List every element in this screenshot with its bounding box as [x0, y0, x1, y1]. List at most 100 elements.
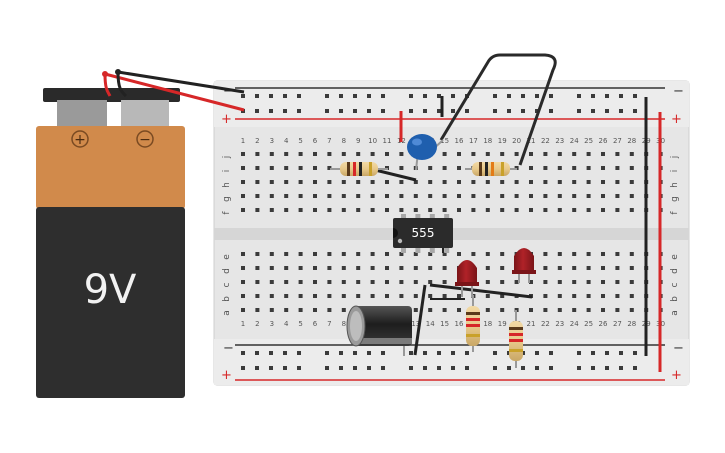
- rail-hole[interactable]: [283, 366, 287, 370]
- rail-hole[interactable]: [283, 109, 287, 113]
- rail-hole[interactable]: [297, 109, 301, 113]
- grid-hole[interactable]: [485, 266, 490, 270]
- rail-hole[interactable]: [339, 109, 343, 113]
- grid-hole[interactable]: [298, 166, 303, 170]
- grid-hole[interactable]: [399, 152, 404, 156]
- grid-hole[interactable]: [284, 180, 289, 184]
- rail-hole[interactable]: [367, 109, 371, 113]
- grid-hole[interactable]: [341, 308, 346, 312]
- electrolytic-capacitor[interactable]: [346, 305, 412, 356]
- rail-hole[interactable]: [507, 109, 511, 113]
- grid-hole[interactable]: [500, 294, 505, 298]
- rail-hole[interactable]: [437, 109, 441, 113]
- grid-hole[interactable]: [313, 208, 317, 212]
- ceramic-capacitor[interactable]: [407, 134, 444, 171]
- rail-hole[interactable]: [269, 366, 273, 370]
- grid-hole[interactable]: [284, 252, 289, 256]
- grid-hole[interactable]: [255, 280, 260, 284]
- grid-hole[interactable]: [327, 152, 332, 156]
- grid-hole[interactable]: [370, 208, 375, 212]
- grid-hole[interactable]: [485, 252, 490, 256]
- grid-hole[interactable]: [428, 252, 433, 256]
- rail-hole[interactable]: [325, 109, 329, 113]
- resistor-2[interactable]: [465, 162, 517, 176]
- rail-hole[interactable]: [367, 351, 371, 355]
- grid-hole[interactable]: [557, 308, 562, 312]
- grid-hole[interactable]: [500, 208, 505, 212]
- grid-hole[interactable]: [557, 294, 562, 298]
- grid-hole[interactable]: [601, 208, 605, 212]
- battery-terminal-minus[interactable]: [121, 100, 169, 126]
- grid-hole[interactable]: [514, 194, 519, 198]
- rail-hole[interactable]: [339, 351, 343, 355]
- rail-hole[interactable]: [255, 351, 259, 355]
- rail-hole[interactable]: [521, 109, 525, 113]
- rail-hole[interactable]: [255, 94, 259, 98]
- grid-hole[interactable]: [543, 308, 548, 312]
- rail-hole[interactable]: [367, 366, 371, 370]
- rail-hole[interactable]: [619, 351, 623, 355]
- grid-hole[interactable]: [615, 252, 620, 256]
- grid-hole[interactable]: [457, 152, 461, 156]
- rail-hole[interactable]: [549, 109, 553, 113]
- grid-hole[interactable]: [543, 208, 548, 212]
- grid-hole[interactable]: [298, 252, 303, 256]
- grid-hole[interactable]: [313, 308, 317, 312]
- grid-hole[interactable]: [586, 194, 591, 198]
- grid-hole[interactable]: [413, 194, 418, 198]
- grid-hole[interactable]: [615, 180, 620, 184]
- grid-hole[interactable]: [385, 152, 389, 156]
- rail-hole[interactable]: [381, 366, 385, 370]
- grid-hole[interactable]: [615, 280, 620, 284]
- rail-hole[interactable]: [297, 366, 301, 370]
- grid-hole[interactable]: [629, 294, 634, 298]
- rail-hole[interactable]: [577, 351, 581, 355]
- grid-hole[interactable]: [241, 308, 245, 312]
- grid-hole[interactable]: [442, 308, 447, 312]
- grid-hole[interactable]: [615, 294, 620, 298]
- grid-hole[interactable]: [341, 252, 346, 256]
- rail-hole[interactable]: [283, 94, 287, 98]
- grid-hole[interactable]: [442, 266, 447, 270]
- grid-hole[interactable]: [269, 166, 274, 170]
- grid-hole[interactable]: [327, 208, 332, 212]
- rail-hole[interactable]: [465, 351, 469, 355]
- grid-hole[interactable]: [341, 152, 346, 156]
- rail-hole[interactable]: [381, 94, 385, 98]
- rail-hole[interactable]: [535, 351, 539, 355]
- grid-hole[interactable]: [327, 166, 332, 170]
- grid-hole[interactable]: [269, 208, 274, 212]
- grid-hole[interactable]: [586, 308, 591, 312]
- grid-hole[interactable]: [370, 252, 375, 256]
- grid-hole[interactable]: [241, 194, 245, 198]
- grid-hole[interactable]: [241, 152, 245, 156]
- grid-hole[interactable]: [543, 194, 548, 198]
- grid-hole[interactable]: [313, 266, 317, 270]
- rail-hole[interactable]: [325, 94, 329, 98]
- grid-hole[interactable]: [327, 280, 332, 284]
- grid-hole[interactable]: [399, 180, 404, 184]
- grid-hole[interactable]: [370, 152, 375, 156]
- rail-hole[interactable]: [269, 351, 273, 355]
- grid-hole[interactable]: [399, 194, 404, 198]
- grid-hole[interactable]: [298, 280, 303, 284]
- rail-hole[interactable]: [633, 94, 637, 98]
- rail-hole[interactable]: [339, 94, 343, 98]
- led-2[interactable]: [512, 248, 536, 283]
- grid-hole[interactable]: [385, 208, 389, 212]
- grid-hole[interactable]: [356, 152, 361, 156]
- grid-hole[interactable]: [442, 252, 447, 256]
- grid-hole[interactable]: [313, 194, 317, 198]
- grid-hole[interactable]: [500, 152, 505, 156]
- grid-hole[interactable]: [428, 266, 433, 270]
- grid-hole[interactable]: [529, 152, 533, 156]
- rail-hole[interactable]: [507, 94, 511, 98]
- rail-hole[interactable]: [605, 94, 609, 98]
- grid-hole[interactable]: [485, 308, 490, 312]
- grid-hole[interactable]: [514, 180, 519, 184]
- grid-hole[interactable]: [313, 280, 317, 284]
- grid-hole[interactable]: [298, 180, 303, 184]
- grid-hole[interactable]: [313, 166, 317, 170]
- grid-hole[interactable]: [413, 266, 418, 270]
